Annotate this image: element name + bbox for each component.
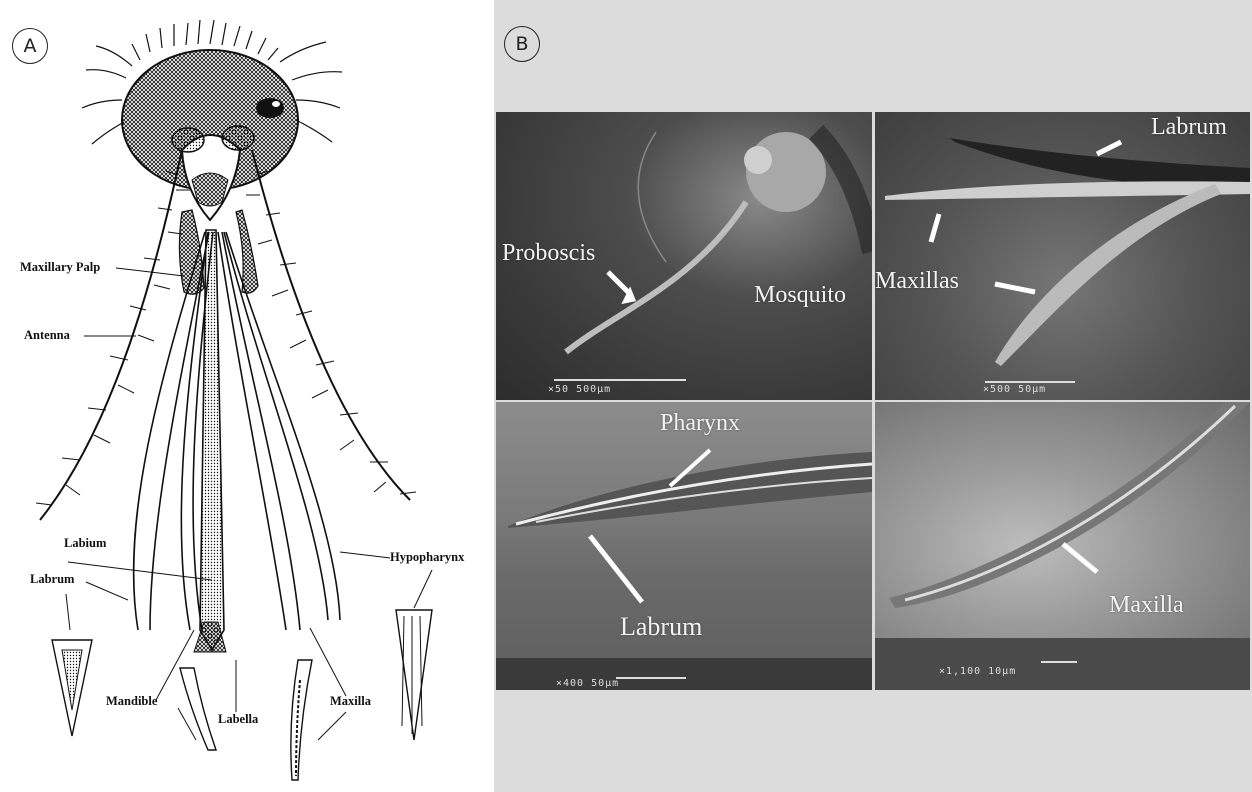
scale-bar-4: ×1,100 10μm <box>939 666 1016 677</box>
scale-bar-2: ×500 50μm <box>983 384 1046 395</box>
micrograph-proboscis: Proboscis Mosquito ×50 500μm <box>496 112 872 400</box>
mosquito-head-drawing <box>0 0 494 792</box>
scale-bar-1: ×50 500μm <box>548 384 611 395</box>
panel-b-label: B <box>504 26 540 62</box>
scale-bar-3: ×400 50μm <box>556 678 619 689</box>
label-labella: Labella <box>218 712 258 727</box>
antennae <box>40 150 410 520</box>
label-pharynx: Pharynx <box>660 410 740 437</box>
label-hypopharynx: Hypopharynx <box>390 550 464 565</box>
label-maxilla-sem: Maxilla <box>1109 592 1184 619</box>
label-maxilla: Maxilla <box>330 694 371 709</box>
label-labrum-bottom: Labrum <box>620 612 702 642</box>
label-proboscis: Proboscis <box>502 240 595 267</box>
label-maxillary-palp: Maxillary Palp <box>20 260 100 275</box>
label-antenna: Antenna <box>24 328 70 343</box>
label-mandible: Mandible <box>106 694 157 709</box>
stylets <box>134 232 340 630</box>
panel-b-micrographs: B Proboscis Mosquito ×50 500μm Labrum <box>494 0 1252 792</box>
label-labium: Labium <box>64 536 106 551</box>
panel-a-drawing: A <box>0 0 494 792</box>
micrograph-maxilla: Maxilla ×1,100 10μm <box>875 402 1250 690</box>
micrograph-pharynx: Pharynx Labrum ×400 50μm <box>496 402 872 690</box>
label-labrum: Labrum <box>30 572 74 587</box>
label-maxillas: Maxillas <box>875 268 959 295</box>
label-labrum-top: Labrum <box>1151 114 1227 141</box>
label-mosquito: Mosquito <box>754 282 846 309</box>
micrograph-maxillas: Labrum Maxillas ×500 50μm <box>875 112 1250 400</box>
leader-lines <box>66 268 432 740</box>
